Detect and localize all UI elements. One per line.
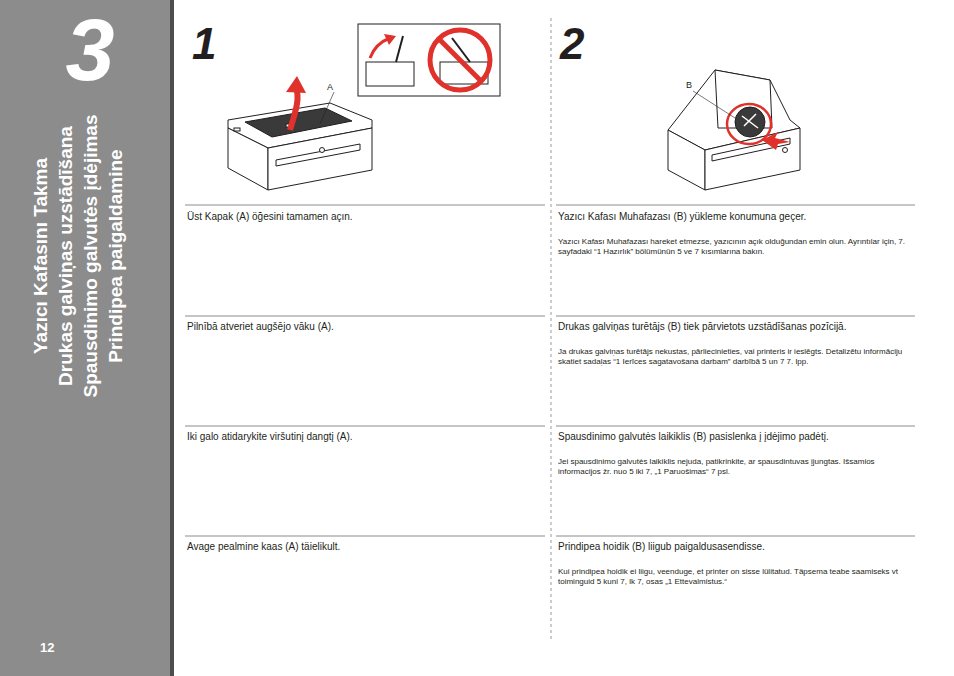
section-title: Prindipea paigaldamine [103,76,128,436]
step-number: 2 [560,22,584,66]
leader-a [320,92,334,124]
instruction: Pilnībā atveriet augšējo vāku (A). [187,321,542,333]
title-band: 3Yazıcı Kafasını TakmaDrukas galviņas uz… [0,0,170,676]
highlight-circle [727,104,771,144]
row-rules [185,205,915,536]
step-number: 1 [192,22,216,66]
instruction: Drukas galviņas turētājs (B) tiek pārvie… [558,321,913,333]
page-number: 12 [40,640,54,655]
instruction: Avage pealmine kaas (A) täielikult. [187,541,542,553]
note: Kui prindipea hoidik ei liigu, veenduge,… [558,567,913,587]
callout-letter: B [686,80,692,90]
leader-b [693,91,735,118]
note: Yazıcı Kafası Muhafazası hareket etmezse… [558,237,913,257]
section-title: Yazıcı Kafasını Takma [28,76,53,436]
open-arrow [290,88,298,130]
inset-box [358,24,500,96]
move-arrow [762,132,790,150]
title-block: Yazıcı Kafasını TakmaDrukas galviņas uzs… [28,76,148,436]
arrow-head [286,76,306,93]
note: Ja drukas galviņas turētājs nekustas, pā… [558,347,913,367]
instruction: Iki galo atidarykite viršutinį dangtį (A… [187,431,542,443]
printer-step2 [668,70,800,190]
section-title: Drukas galviņas uzstādīšana [53,76,78,436]
instruction: Yazıcı Kafası Muhafazası (B) yükleme kon… [558,211,913,223]
instruction: Spausdinimo galvutės laikiklis (B) pasis… [558,431,913,443]
column-divider [551,18,552,640]
section-title: Spausdinimo galvutės įdėjimas [78,76,103,436]
instruction: Üst Kapak (A) öğesini tamamen açın. [187,211,542,223]
instruction: Prindipea hoidik (B) liigub paigaldusase… [558,541,913,553]
section-number: 3 [50,6,130,94]
callout-letter: A [327,82,333,92]
band-edge [170,0,174,676]
printer-step1 [228,103,372,190]
note: Jei spausdinimo galvutės laikiklis nejud… [558,457,913,477]
